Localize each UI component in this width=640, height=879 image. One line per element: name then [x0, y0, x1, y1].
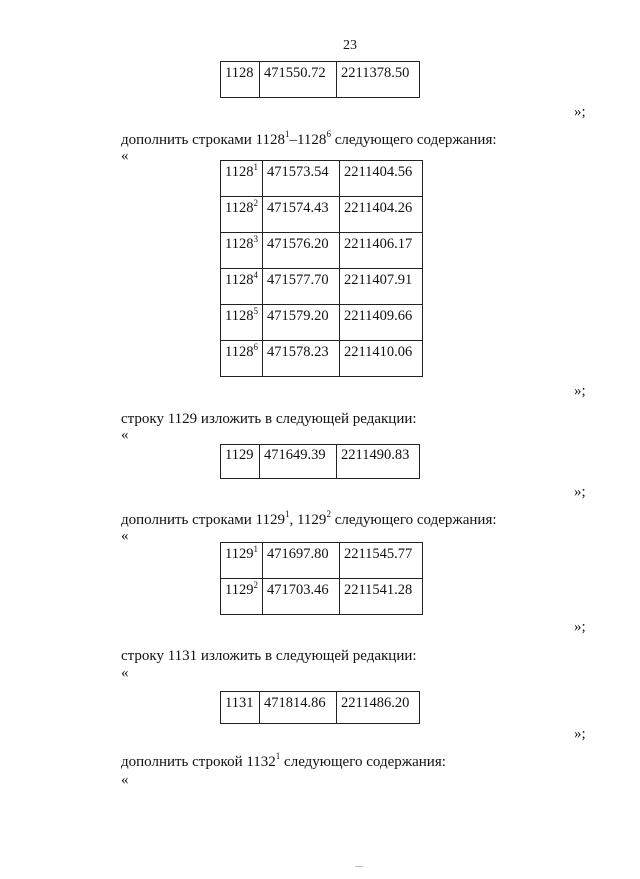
y-coordinate-cell: 2211486.20 [336, 691, 420, 724]
instruction-paragraph: дополнить строками 11291, 11292 следующе… [121, 509, 497, 529]
y-coordinate-cell: 2211410.06 [338, 340, 423, 377]
x-coordinate-cell: 471814.86 [259, 691, 337, 724]
y-coordinate-cell: 2211378.50 [336, 61, 420, 98]
y-coordinate-cell: 2211406.17 [338, 232, 423, 269]
x-coordinate-cell: 471703.46 [261, 578, 340, 615]
y-coordinate-cell: 2211545.77 [338, 542, 423, 579]
point-number-cell: 1131 [220, 691, 260, 724]
instruction-paragraph: дополнить строкой 11321 следующего содер… [121, 751, 446, 771]
x-coordinate-cell: 471579.20 [261, 304, 340, 341]
opening-quote: « [121, 427, 129, 443]
point-number-cell: 11282 [220, 196, 263, 233]
point-number-cell: 11291 [220, 542, 263, 579]
x-coordinate-cell: 471573.54 [261, 160, 340, 197]
y-coordinate-cell: 2211409.66 [338, 304, 423, 341]
point-number-cell: 1128 [220, 61, 260, 98]
x-coordinate-cell: 471697.80 [261, 542, 340, 579]
opening-quote: « [121, 148, 129, 164]
y-coordinate-cell: 2211404.26 [338, 196, 423, 233]
point-number-cell: 11292 [220, 578, 263, 615]
x-coordinate-cell: 471574.43 [261, 196, 340, 233]
page-number: 23 [343, 38, 357, 53]
instruction-paragraph: дополнить строками 11281–11286 следующег… [121, 129, 497, 149]
instruction-paragraph: строку 1131 изложить в следующей редакци… [121, 648, 417, 664]
closing-quote: »; [574, 726, 586, 742]
opening-quote: « [121, 665, 129, 681]
point-number-cell: 11283 [220, 232, 263, 269]
x-coordinate-cell: 471576.20 [261, 232, 340, 269]
opening-quote: « [121, 772, 129, 788]
closing-quote: »; [574, 383, 586, 399]
x-coordinate-cell: 471578.23 [261, 340, 340, 377]
instruction-paragraph: строку 1129 изложить в следующей редакци… [121, 411, 417, 427]
point-number-cell: 11285 [220, 304, 263, 341]
point-number-cell: 1129 [220, 444, 260, 479]
y-coordinate-cell: 2211407.91 [338, 268, 423, 305]
closing-quote: »; [574, 104, 586, 120]
point-number-cell: 11286 [220, 340, 263, 377]
y-coordinate-cell: 2211541.28 [338, 578, 423, 615]
closing-quote: »; [574, 484, 586, 500]
x-coordinate-cell: 471577.70 [261, 268, 340, 305]
point-number-cell: 11284 [220, 268, 263, 305]
scan-artifact [355, 866, 363, 867]
y-coordinate-cell: 2211404.56 [338, 160, 423, 197]
y-coordinate-cell: 2211490.83 [336, 444, 420, 479]
closing-quote: »; [574, 619, 586, 635]
x-coordinate-cell: 471550.72 [259, 61, 337, 98]
opening-quote: « [121, 528, 129, 544]
point-number-cell: 11281 [220, 160, 263, 197]
x-coordinate-cell: 471649.39 [259, 444, 337, 479]
